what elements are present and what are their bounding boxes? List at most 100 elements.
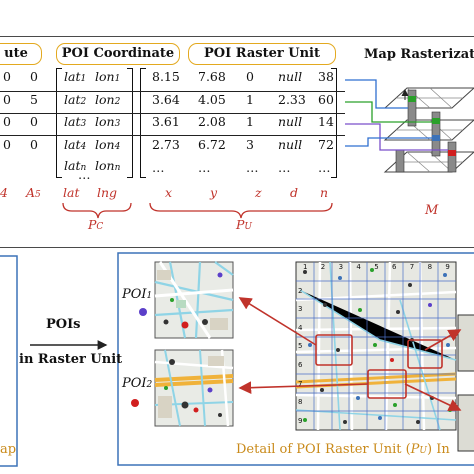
unit-cell: 3.64 (152, 92, 180, 107)
unit-cell: … (246, 160, 259, 175)
coord-lon-cell: lon3 (95, 114, 121, 129)
grid-row-number: 4 (298, 323, 303, 332)
grid-row-number: 7 (298, 379, 303, 388)
left-partial-panel (0, 255, 18, 467)
top-panel (0, 36, 474, 248)
left-caption: ap (0, 442, 17, 457)
coord-lon-cell: lon4 (95, 137, 121, 152)
small-map-1 (154, 261, 234, 339)
unit-cell: 7.68 (198, 69, 226, 84)
poi1-dot (139, 308, 147, 316)
unit-cell: null (278, 137, 303, 152)
grid-col-number: 9 (445, 263, 450, 271)
row-line-1 (0, 91, 345, 92)
coord-col-lat: lat (63, 185, 80, 200)
coord-matrix-bracket-right (127, 68, 133, 178)
poi1-label: POI1 (122, 287, 153, 302)
unit-cell: 6.72 (198, 137, 226, 152)
detail-caption: Detail of POI Raster Unit (PU) In (236, 442, 450, 457)
arrow-to-right2 (404, 383, 462, 411)
attr-cell: 0 (3, 137, 11, 152)
row-line-3 (0, 135, 345, 136)
grid-row-number: 6 (298, 361, 303, 369)
attr-label-a5: A5 (26, 185, 41, 200)
unit-cell: null (278, 114, 303, 129)
coord-brace (62, 202, 132, 219)
unit-cell: 2.73 (152, 137, 180, 152)
big-map (295, 261, 474, 452)
unit-cell: 2.33 (278, 92, 306, 107)
attr-cell: 0 (30, 114, 38, 129)
coord-col-lng: lng (97, 185, 118, 200)
coord-lon-cell: lonn (95, 158, 121, 173)
grid-col-number: 3 (338, 263, 344, 271)
unit-col-x: x (165, 185, 173, 200)
unit-brace (149, 202, 333, 219)
grid-col-number: 5 (374, 263, 379, 271)
detail-panel (117, 252, 474, 466)
unit-col-y: y (210, 185, 218, 200)
attr-label-4: 4 (0, 185, 8, 200)
unit-cell: 3 (246, 137, 254, 152)
grid-col-number: 4 (356, 263, 361, 271)
pois-label-line2: in Raster Unit (19, 352, 123, 367)
unit-cell: … (278, 160, 291, 175)
unit-matrix-bracket-left (140, 68, 146, 178)
coord-lon-cell: lon2 (95, 92, 121, 107)
unit-cell: … (318, 160, 331, 175)
poi2-dot (131, 399, 139, 407)
coord-lat-cell: lat4 (64, 137, 87, 152)
pois-label: POIs (46, 317, 81, 332)
small-map-2 (154, 349, 234, 427)
unit-cell: 0 (246, 69, 254, 84)
grid-row-number: 2 (298, 286, 303, 295)
unit-cell: 72 (318, 137, 334, 152)
coord-matrix-bracket-left (56, 68, 62, 178)
coord-lon-cell: lon1 (95, 69, 121, 84)
header-map-rasterization: Map Rasterizat (364, 47, 474, 62)
unit-cell: 14 (318, 114, 334, 129)
header-poi-raster-unit: POI Raster Unit (188, 43, 336, 65)
grid-col-number: 7 (409, 263, 415, 271)
unit-cell: 8.15 (152, 69, 180, 84)
unit-cell: 38 (318, 69, 334, 84)
unit-cell: 60 (318, 92, 334, 107)
grid-col-number: 2 (320, 263, 326, 271)
arrow-to-right1 (424, 329, 462, 351)
grid-col-number: 1 (303, 263, 308, 271)
arrow-to-map1 (238, 297, 317, 346)
unit-cell: 1 (246, 92, 254, 107)
unit-cell: 3.61 (152, 114, 180, 129)
grid-row-number: 3 (298, 305, 303, 314)
unit-cell: … (152, 160, 165, 175)
unit-col-d: d (290, 185, 299, 200)
header-attribute: ute (0, 43, 42, 65)
unit-col-n: n (320, 185, 329, 200)
unit-cell: … (198, 160, 211, 175)
coord-lat-cell: lat2 (64, 92, 87, 107)
attr-cell: 0 (3, 69, 11, 84)
coord-dots: … (78, 167, 91, 182)
coord-brace-label: PC (88, 217, 104, 232)
unit-cell: null (278, 69, 303, 84)
grid-row-number: 9 (298, 416, 303, 425)
unit-matrix-bracket-right (331, 68, 337, 178)
grid-col-number: 8 (427, 263, 433, 271)
poi2-label: POI2 (122, 376, 153, 391)
map-label: M (425, 203, 439, 218)
unit-col-z: z (255, 185, 262, 200)
attr-cell: 0 (3, 114, 11, 129)
coord-lat-cell: lat1 (64, 69, 87, 84)
unit-cell: 1 (246, 114, 254, 129)
grid-row-number: 5 (298, 342, 303, 351)
unit-cell: 2.08 (198, 114, 226, 129)
unit-cell: 4.05 (198, 92, 226, 107)
header-poi-coordinate: POI Coordinate (56, 43, 180, 65)
coord-lat-cell: lat3 (64, 114, 87, 129)
coord-lat-cell: latn (64, 158, 87, 173)
attr-cell: 5 (30, 92, 38, 107)
grid-col-number: 6 (392, 263, 397, 271)
map-rasterization-graphic (345, 79, 474, 173)
row-line-2 (0, 113, 345, 114)
